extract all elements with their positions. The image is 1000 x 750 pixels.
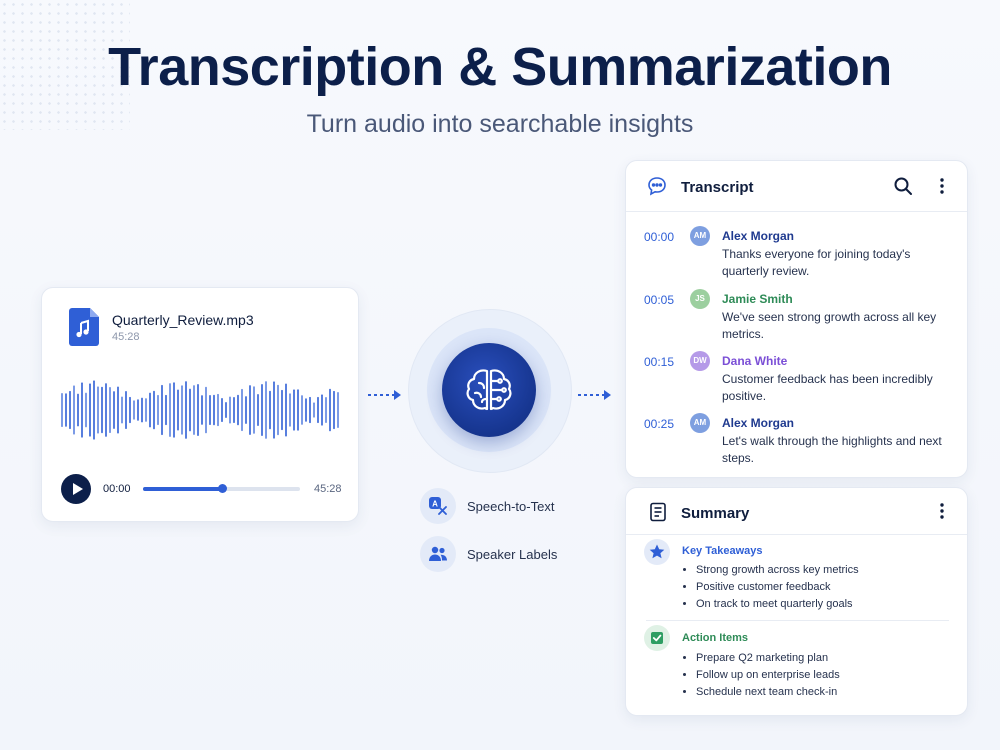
page-title: Transcription & Summarization [108,37,892,97]
avatar: JS [690,289,710,309]
summary-card: Summary Key Takeaways Strong growth acro… [625,487,968,716]
list-item: Strong growth across key metrics [696,562,859,579]
feature-label: Speech-to-Text [467,499,555,514]
avatar: DW [690,351,710,371]
audio-player-card: Quarterly_Review.mp3 45:28 00:00 45:28 [41,287,359,522]
decorative-dot-grid [0,0,130,130]
speaker-name: Jamie Smith [722,292,793,306]
people-icon [429,546,447,561]
audio-file-icon [69,308,99,346]
avatar: AM [690,226,710,246]
current-time: 00:00 [103,483,131,495]
key-takeaways-list: Strong growth across key metrics Positiv… [682,562,859,613]
feature-label: Speaker Labels [467,547,558,562]
summary-header: Summary [626,488,967,535]
transcript-text: Thanks everyone for joining today's quar… [722,247,911,278]
speaker-name: Alex Morgan [722,229,795,243]
avatar: AM [690,413,710,433]
summary-title: Summary [681,505,750,522]
more-options-button[interactable] [930,174,954,198]
audio-waveform [61,380,339,440]
list-item: Follow up on enterprise leads [696,667,840,684]
action-items-title: Action Items [682,632,749,644]
speaker-name: Alex Morgan [722,416,795,430]
file-name: Quarterly_Review.mp3 [112,312,254,328]
transcript-text: Let's walk through the highlights and ne… [722,434,942,465]
list-item: Schedule next team check-in [696,684,840,701]
more-vertical-icon [940,503,944,519]
ai-processor [442,343,536,437]
translate-icon: A [429,497,447,515]
flow-arrow-icon [578,390,611,400]
timestamp[interactable]: 00:05 [644,293,675,307]
list-item: Prepare Q2 marketing plan [696,650,840,667]
more-options-button[interactable] [930,499,954,523]
transcript-header: Transcript [626,161,967,212]
key-takeaways-title: Key Takeaways [682,545,763,557]
timestamp[interactable]: 00:15 [644,355,675,369]
file-duration: 45:28 [112,331,140,343]
key-takeaways-badge [644,539,670,565]
progress-track[interactable] [143,484,300,493]
progress-fill [143,487,222,491]
star-icon [649,544,665,559]
list-item: On track to meet quarterly goals [696,596,859,613]
play-icon [73,483,83,495]
search-button[interactable] [891,174,915,198]
timestamp[interactable]: 00:00 [644,230,675,244]
timestamp[interactable]: 00:25 [644,417,675,431]
transcript-card: Transcript 00:00 AM Alex Morgan Thanks e… [625,160,968,478]
document-icon [650,502,666,522]
speaker-name: Dana White [722,354,788,368]
chat-bubble-icon [648,177,666,196]
brain-circuit-icon [466,369,512,411]
transcript-text: Customer feedback has been incredibly po… [722,372,933,403]
search-icon [894,177,912,195]
play-button[interactable] [61,474,91,504]
page-subtitle: Turn audio into searchable insights [306,110,694,138]
flow-arrow-icon [368,390,401,400]
more-vertical-icon [940,178,944,194]
transcript-text: We've seen strong growth across all key … [722,310,937,341]
total-time: 45:28 [314,483,342,495]
progress-thumb[interactable] [217,484,227,493]
list-item: Positive customer feedback [696,579,859,596]
transcript-title: Transcript [681,179,754,196]
action-items-list: Prepare Q2 marketing plan Follow up on e… [682,650,840,701]
action-items-badge [644,625,670,651]
svg-text:A: A [432,500,438,509]
check-square-icon [651,632,663,644]
section-divider [646,620,949,621]
